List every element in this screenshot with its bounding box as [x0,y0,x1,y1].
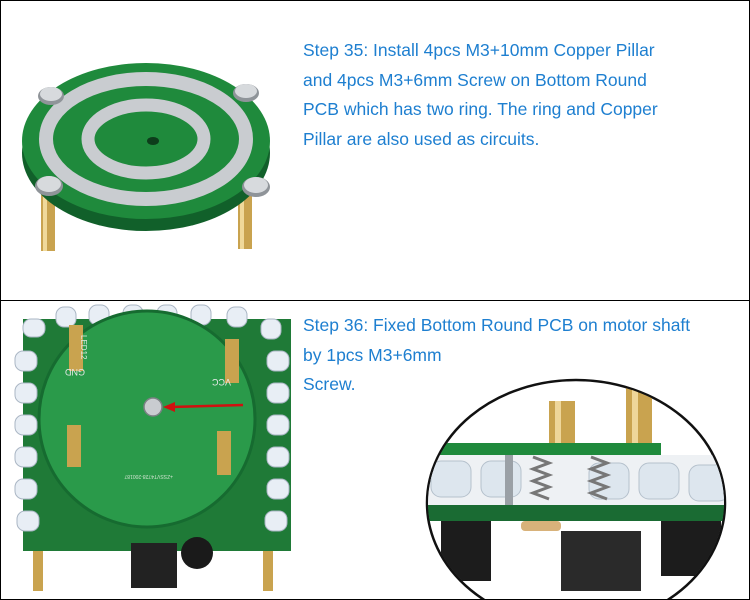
main-pcb-edge [428,505,724,521]
led [14,414,38,436]
led [266,382,290,404]
round-pcb-edge [428,443,661,455]
led [266,350,290,372]
step-36-panel: GND VCC LED12 +ZSSVT4728-200187 Step 36:… [0,300,750,600]
step-35-line: PCB which has two ring. The ring and Cop… [303,99,658,119]
led [430,460,472,498]
step-36-line: Step 36: Fixed Bottom Round PCB on motor… [303,315,691,335]
center-screw [143,397,163,417]
step-35-panel: Step 35: Install 4pcs M3+10mm Copper Pil… [0,0,750,301]
step-35-photo [22,63,270,251]
power-jack [131,543,177,588]
motor [181,537,213,569]
led [14,478,38,500]
copper-pillar [69,325,83,371]
screw [242,177,270,197]
step-36-instructions: Step 36: Fixed Bottom Round PCB on motor… [303,311,743,400]
arrow-head [163,402,175,412]
spring [528,455,612,501]
led-label: LED12 [79,335,88,360]
led [22,318,46,338]
step-36-photo-top-view: GND VCC LED12 +ZSSVT4728-200187 [14,304,291,591]
copper-pillar [217,431,231,475]
step-36-photo-side-view [425,378,727,599]
copper-pillar [549,401,575,443]
led [14,382,38,404]
step-35-line: Pillar are also used as circuits. [303,128,540,149]
step-36-line: by 1pcs M3+6mm [303,344,442,365]
step-36-line: Screw. [303,374,356,394]
outer-ring [39,72,253,206]
copper-pillar [263,551,273,591]
copper-pillar [67,425,81,467]
led [688,464,724,502]
motor [561,531,641,591]
led [260,318,282,340]
led [14,350,38,372]
led [266,478,290,500]
motor-shaft [505,455,513,511]
vcc-label: VCC [211,377,231,387]
gnd-label: GND [65,367,86,377]
power-jack [441,521,491,581]
step-35-line: Step 35: Install 4pcs M3+10mm Copper Pil… [303,40,655,60]
led [480,460,522,498]
serial-label: +ZSSVT4728-200187 [124,473,173,479]
center-hole [147,137,159,145]
led [16,510,40,532]
screw [38,87,64,105]
led [226,306,248,328]
led [14,446,38,468]
copper-pillar [429,411,443,447]
component [661,521,721,576]
arrow-line [170,403,244,409]
copper-pillar [33,551,43,591]
step-35-line: and 4pcs M3+6mm Screw on Bottom Round [303,69,647,90]
step-35-instructions: Step 35: Install 4pcs M3+10mm Copper Pil… [303,36,723,154]
led [638,462,680,500]
inner-ring [81,98,211,180]
screw [233,84,259,102]
led [266,446,290,468]
resistor [521,521,561,531]
led [266,414,290,436]
copper-pillar [225,339,239,383]
led [264,510,288,532]
led [55,306,77,328]
screw [35,176,63,196]
round-pcb [37,309,257,529]
